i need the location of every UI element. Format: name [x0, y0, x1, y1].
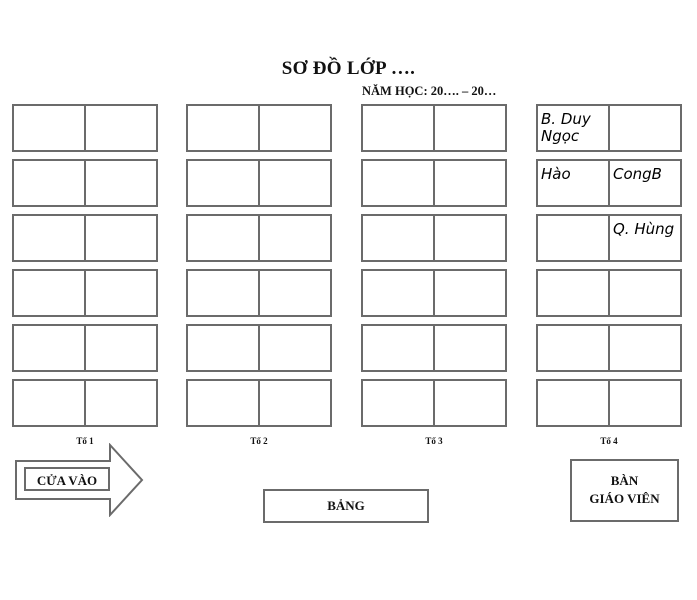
teacher-desk: BÀN GIÁO VIÊN	[570, 459, 679, 522]
desk	[12, 214, 158, 262]
seat	[433, 161, 505, 205]
seat	[14, 216, 84, 260]
student-name: CongB	[613, 165, 662, 183]
desk	[186, 159, 332, 207]
seat	[363, 216, 433, 260]
seat	[188, 106, 258, 150]
seat	[14, 326, 84, 370]
group-label-1: Tổ 1	[76, 436, 94, 446]
desk	[186, 324, 332, 372]
group-2	[186, 104, 332, 427]
school-year: NĂM HỌC: 20…. – 20…	[362, 84, 497, 98]
desk	[536, 379, 682, 427]
seat	[188, 216, 258, 260]
seat	[188, 161, 258, 205]
teacher-desk-label-line2: GIÁO VIÊN	[589, 491, 660, 506]
seat	[608, 381, 680, 425]
seat	[188, 271, 258, 315]
seat: CongB	[608, 161, 680, 205]
seat	[363, 161, 433, 205]
blackboard: BẢNG	[263, 489, 429, 523]
desk	[186, 269, 332, 317]
desk	[12, 379, 158, 427]
seat	[84, 106, 156, 150]
entrance-door: CỬA VÀO	[14, 443, 146, 517]
seat	[433, 381, 505, 425]
desk: Q. Hùng	[536, 214, 682, 262]
seat	[258, 161, 330, 205]
desk	[361, 104, 507, 152]
desk	[12, 269, 158, 317]
seat	[538, 326, 608, 370]
seat	[433, 271, 505, 315]
group-label-3: Tổ 3	[425, 436, 443, 446]
seat	[258, 381, 330, 425]
seat: B. Duy Ngọc	[538, 106, 608, 150]
seat	[84, 381, 156, 425]
page-title: SƠ ĐỒ LỚP ….	[281, 58, 416, 79]
seat	[363, 271, 433, 315]
desk	[536, 269, 682, 317]
seat	[84, 216, 156, 260]
seat	[14, 271, 84, 315]
seat: Q. Hùng	[608, 216, 680, 260]
desk	[361, 324, 507, 372]
desk	[361, 159, 507, 207]
seat	[363, 326, 433, 370]
student-name: B. Duy Ngọc	[541, 110, 591, 145]
seat	[608, 271, 680, 315]
seat	[188, 381, 258, 425]
seat	[433, 216, 505, 260]
seat	[538, 381, 608, 425]
desk	[12, 104, 158, 152]
seat	[258, 106, 330, 150]
seat	[14, 381, 84, 425]
desk	[12, 324, 158, 372]
desk	[186, 214, 332, 262]
seat	[258, 326, 330, 370]
seat	[14, 161, 84, 205]
entrance-label: CỬA VÀO	[24, 467, 110, 491]
desk	[186, 379, 332, 427]
desk	[12, 159, 158, 207]
seat	[188, 326, 258, 370]
group-3	[361, 104, 507, 427]
desk	[361, 379, 507, 427]
seat	[258, 271, 330, 315]
group-1	[12, 104, 158, 427]
seat	[433, 106, 505, 150]
seat	[258, 216, 330, 260]
group-label-2: Tổ 2	[250, 436, 268, 446]
seat	[608, 106, 680, 150]
desk: Hào CongB	[536, 159, 682, 207]
desk: B. Duy Ngọc	[536, 104, 682, 152]
student-name: Q. Hùng	[613, 220, 675, 238]
desk	[361, 214, 507, 262]
seat	[84, 326, 156, 370]
desk	[186, 104, 332, 152]
student-name: Hào	[541, 165, 571, 183]
teacher-desk-label-line1: BÀN	[610, 473, 639, 488]
seat	[363, 106, 433, 150]
desk	[361, 269, 507, 317]
seat: Hào	[538, 161, 608, 205]
seat	[433, 326, 505, 370]
seat	[538, 271, 608, 315]
group-label-4: Tổ 4	[600, 436, 618, 446]
desk	[536, 324, 682, 372]
seat	[538, 216, 608, 260]
seat	[84, 271, 156, 315]
seat	[14, 106, 84, 150]
seat	[84, 161, 156, 205]
seat	[363, 381, 433, 425]
seat	[608, 326, 680, 370]
